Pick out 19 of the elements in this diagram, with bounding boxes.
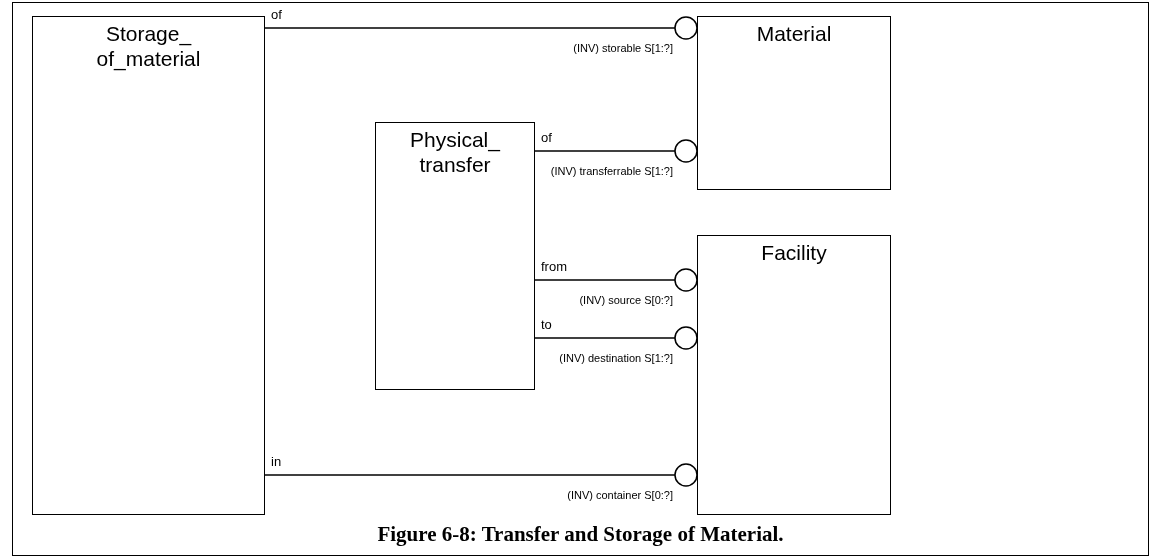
inverse-role-label: (INV) transferrable S[1:?] [550, 164, 673, 178]
entity-box [697, 235, 891, 515]
entity-box [32, 16, 265, 515]
inverse-role-label: (INV) storable S[1:?] [573, 41, 673, 55]
relationship-line [534, 268, 698, 292]
inverse-role-label: (INV) destination S[1:?] [559, 351, 673, 365]
entity-name: Storage_ of_material [95, 21, 202, 71]
entity-box [697, 16, 891, 190]
entity-name: Physical_ transfer [409, 127, 502, 177]
entity-name: Material [755, 21, 833, 46]
entity-name: Facility [760, 240, 828, 265]
relationship-line [264, 463, 698, 487]
relationship-line [264, 16, 698, 40]
inverse-role-label: (INV) container S[0:?] [567, 488, 673, 502]
relationship-line [534, 326, 698, 350]
entity-box [375, 122, 535, 390]
figure-caption: Figure 6-8: Transfer and Storage of Material. [377, 522, 784, 546]
inverse-role-label: (INV) source S[0:?] [579, 293, 673, 307]
relationship-line [534, 139, 698, 163]
